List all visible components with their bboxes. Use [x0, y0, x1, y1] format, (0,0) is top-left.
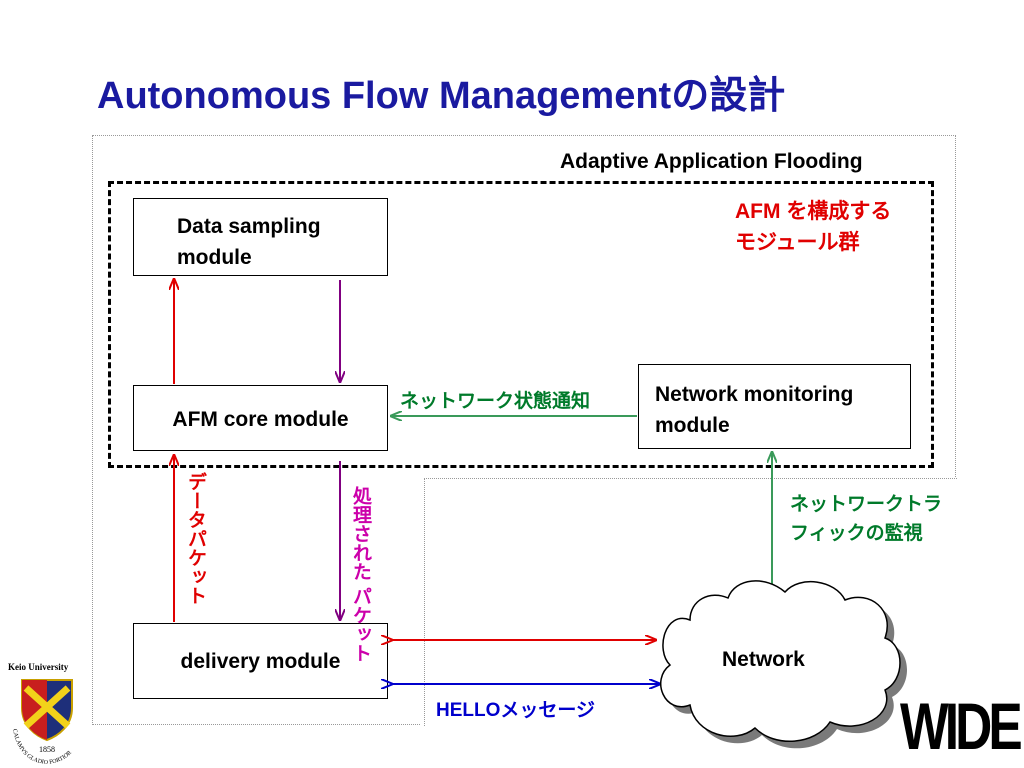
traffic-monitor-label-line1: ネットワークトラ: [790, 494, 943, 515]
data-packet-label: データパケット: [185, 472, 206, 605]
data-sampling-label-line2: module: [177, 246, 252, 269]
afm-module-group: [108, 181, 934, 468]
delivery-label: delivery module: [180, 650, 341, 673]
network-cloud: [660, 580, 901, 742]
afm-group-label-line1: AFM を構成する: [735, 200, 892, 223]
keio-name: Keio University: [8, 662, 69, 672]
network-label: Network: [722, 648, 805, 671]
afm-group-label-line2: モジュール群: [735, 231, 860, 254]
aaf-label: Adaptive Application Flooding: [560, 150, 863, 173]
network-monitoring-module: Network monitoring module: [638, 364, 911, 449]
data-sampling-label-line1: Data sampling: [177, 215, 321, 238]
data-sampling-module: Data sampling module: [133, 198, 388, 276]
network-monitoring-label-line2: module: [655, 414, 730, 437]
afm-core-label: AFM core module: [172, 408, 349, 431]
processed-packet-label: 処理された パケット: [348, 486, 372, 662]
afm-core-module: AFM core module: [133, 385, 388, 451]
aaf-boundary-inner-edge: [424, 478, 957, 479]
aaf-boundary-inner-edge-vertical: [424, 478, 425, 726]
network-status-label: ネットワーク状態通知: [400, 391, 591, 412]
hello-message-label: HELLOメッセージ: [436, 700, 596, 721]
traffic-monitor-label-line2: フィックの監視: [790, 523, 923, 544]
processed-packet-label-line1: 処理された: [350, 486, 371, 581]
delivery-module: delivery module: [133, 623, 388, 699]
keio-year: 1858: [39, 745, 55, 754]
network-monitoring-label-line1: Network monitoring: [655, 383, 854, 406]
keio-logo: 1858 CALAMVS GLADIO FORTIOR: [11, 679, 73, 766]
page-title: Autonomous Flow Managementの設計: [97, 75, 786, 117]
wide-logo: WIDE: [900, 689, 1023, 763]
processed-packet-label-line2: パケット: [350, 586, 371, 663]
afm-group-label: AFM を構成する モジュール群: [735, 196, 891, 258]
traffic-monitor-label: ネットワークトラ フィックの監視: [790, 490, 942, 548]
